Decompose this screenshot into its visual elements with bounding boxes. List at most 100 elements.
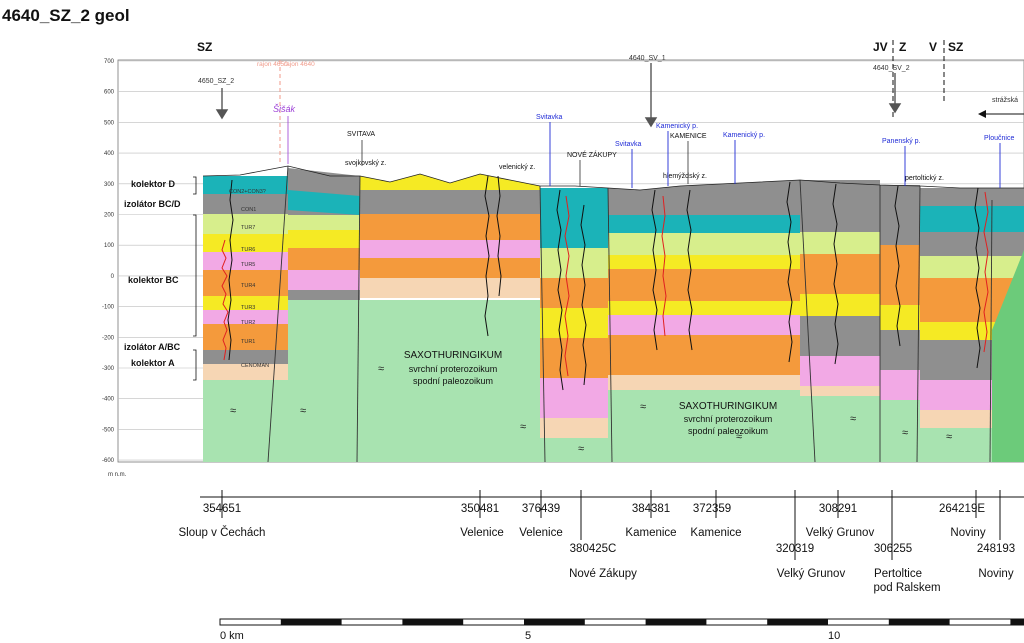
fault-line (356, 175, 361, 463)
river-label: Kamenický p. (656, 123, 698, 130)
stratum-block6-orange (800, 254, 880, 294)
y-tick-label: 300 (104, 182, 115, 188)
stratum-block4-green (540, 248, 608, 278)
scale-segment (524, 619, 585, 625)
basement-symbol: ≈ (736, 431, 742, 443)
stratum-tur1 (203, 324, 288, 350)
place-name: Velký Grunov (777, 568, 846, 580)
horizon-label: TUR4 (241, 283, 255, 289)
stratum-block6-yellow (800, 294, 880, 316)
fault-line (989, 199, 993, 463)
stratum-kolektor-d (203, 176, 288, 194)
well-arrow-head (888, 103, 902, 114)
well-number: 380425C (570, 543, 617, 555)
stratum-block8-green (920, 256, 1024, 278)
place-name: Pertoltice (874, 568, 922, 580)
stratum-block6-peach (800, 386, 880, 396)
stratum-block5-teal (608, 215, 800, 233)
y-tick-label: 500 (104, 120, 115, 126)
place-name: Velký Grunov (806, 527, 875, 539)
stratum-block8-grey2 (920, 232, 1024, 256)
place-name: Velenice (519, 527, 562, 539)
unit-bracket (193, 214, 197, 337)
y-tick-label: -400 (102, 397, 115, 403)
well-number: 248193 (977, 543, 1015, 555)
surface-label: NOVÉ ZÁKUPY (567, 150, 617, 159)
surface-label: velenický z. (499, 164, 535, 171)
scale-label: 0 km (220, 630, 244, 642)
y-tick-label: -300 (102, 366, 115, 372)
log-curve-black (496, 175, 502, 297)
horizon-label: TUR6 (241, 247, 255, 253)
basement-subtitle: spodní paleozoikum (413, 376, 493, 386)
fault-line (267, 165, 289, 463)
log-curve-red (661, 195, 667, 337)
fault-lines (267, 165, 993, 463)
direction-label: SZ (948, 40, 963, 54)
stratum-tur5 (203, 252, 288, 270)
log-curve-black (974, 187, 981, 369)
stratum-tur7 (203, 214, 288, 234)
horizon-label: CON2+CON3? (229, 189, 266, 195)
stratum-block4-peach (540, 418, 608, 438)
basement-symbol: ≈ (578, 443, 584, 455)
scale-segment (888, 619, 950, 625)
stratum-block7-grey (880, 185, 920, 245)
stratum-block5-orange (608, 269, 800, 301)
unit-label: kolektor BC (128, 275, 179, 285)
horizon-label: CON1 (241, 207, 256, 213)
unit-bracket (193, 349, 197, 381)
basement-symbol: ≈ (640, 401, 646, 413)
log-curve-black (786, 181, 793, 363)
well-logs (221, 175, 989, 391)
basement-symbol: ≈ (946, 431, 952, 443)
surface-label: KAMENICE (670, 133, 707, 140)
fault-line (607, 187, 613, 463)
log-curve-red (564, 195, 570, 377)
unit-label: kolektor D (131, 179, 176, 189)
well-number: 306255 (874, 543, 912, 555)
direction-label: V (929, 40, 937, 54)
log-curve-black (227, 179, 234, 361)
stratum-block8-teal (920, 206, 1024, 232)
strazska-label: strážská (992, 97, 1018, 104)
scale-segment (645, 619, 707, 625)
stratum-block6-pink (800, 356, 880, 386)
unit-label: izolátor A/BC (124, 342, 181, 352)
well-number: 372359 (693, 503, 731, 515)
place-name: Nové Zákupy (569, 568, 637, 580)
y-axis-unit: m n.m. (108, 472, 127, 478)
well-marker-label: 4640_SV_2 (873, 65, 910, 72)
strazska-arrow-head (978, 110, 986, 118)
basement-symbol: ≈ (300, 405, 306, 417)
stratum-tur6 (203, 234, 288, 252)
y-tick-label: 400 (104, 151, 115, 157)
y-tick-label: -500 (102, 427, 115, 433)
basement-symbol: ≈ (520, 421, 526, 433)
surface-label: SVITAVA (347, 131, 375, 138)
river-label: Panenský p. (882, 138, 921, 145)
stratum-block6-grey (800, 180, 880, 232)
basement-symbols: ≈ ≈ ≈ ≈ ≈ ≈ ≈ ≈ ≈ ≈ (230, 363, 952, 455)
stratum-block6-green (800, 232, 880, 254)
scale-bar (219, 618, 1024, 626)
topography-line (202, 165, 1024, 191)
horizon-label: TUR7 (241, 225, 255, 231)
stratum-block5-pink (608, 315, 800, 335)
basement-symbol: ≈ (230, 405, 236, 417)
basement-subtitle: spodní paleozoikum (688, 426, 768, 436)
river-label: Kamenický p. (723, 132, 765, 139)
rajon-label: rajon 4640 (284, 61, 315, 68)
place-name: Kamenice (690, 527, 741, 539)
log-curve-black (651, 189, 658, 351)
stratum-block4-pink (540, 378, 608, 418)
log-curve-black (894, 185, 901, 347)
surface-label: hlemýždský z. (663, 173, 707, 180)
horizon-label: TUR5 (241, 262, 255, 268)
rajon-label: rajon 4650 (257, 61, 288, 68)
stratum-cenoman (203, 364, 288, 380)
basement-symbol: ≈ (850, 413, 856, 425)
log-curve-black (686, 189, 693, 351)
y-tick-label: 0 (111, 274, 115, 280)
stratum-block7-grey2 (880, 330, 920, 370)
